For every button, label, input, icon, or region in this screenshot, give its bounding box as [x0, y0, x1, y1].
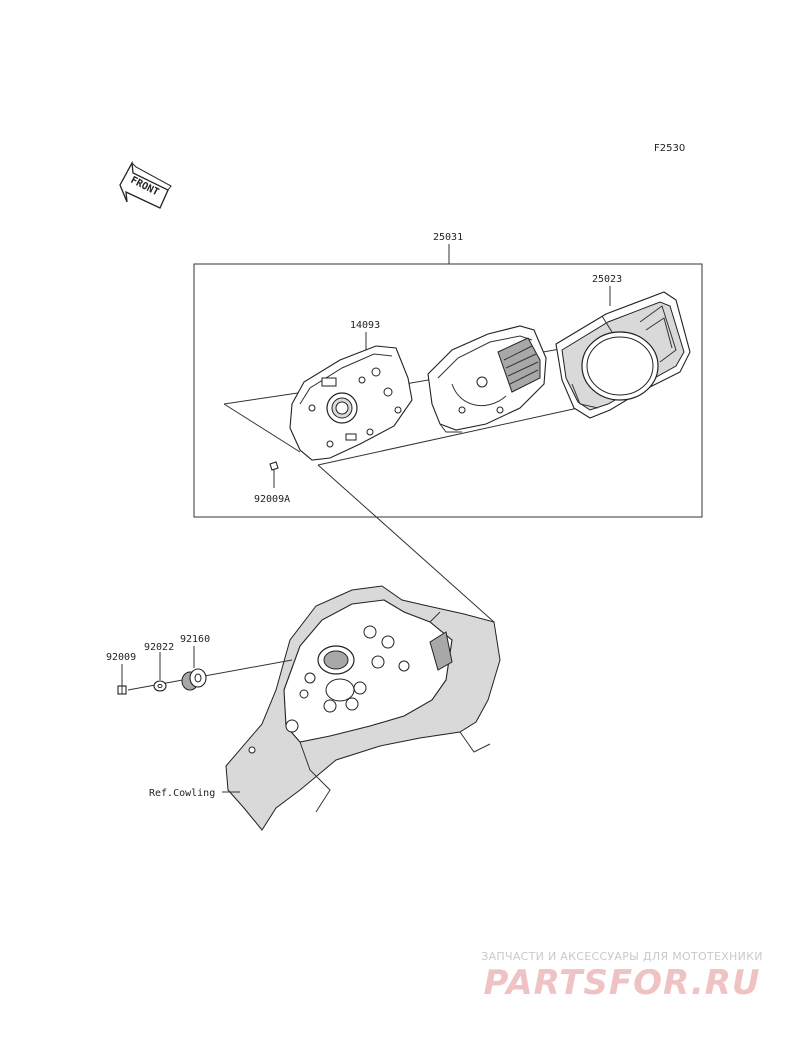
label-92009: 92009 [106, 652, 136, 663]
front-arrow: FRONT [119, 160, 172, 209]
screw-92009A [269, 461, 279, 488]
lower-case-14093 [289, 345, 413, 461]
assembly-box [193, 263, 703, 518]
watermark-logo: PARTSFOR.RU [483, 963, 761, 1003]
cowling [225, 585, 501, 831]
label-92022: 92022 [144, 642, 174, 653]
screw-92009 [117, 685, 127, 695]
meter-cover-25023 [555, 291, 691, 419]
label-14093: 14093 [350, 320, 380, 331]
label-25023: 25023 [592, 274, 622, 285]
label-92160: 92160 [180, 634, 210, 645]
guide-to-cowling [317, 464, 495, 623]
label-25031: 25031 [433, 232, 463, 243]
label-ref-cowling: Ref.Cowling [149, 788, 215, 799]
label-92009A: 92009A [254, 494, 290, 505]
watermark: ЗАПЧАСТИ И АКСЕССУАРЫ ДЛЯ МОТОТЕХНИКИ PA… [462, 950, 782, 1003]
guide-hardware [127, 659, 293, 691]
figure-code: F2530 [654, 143, 685, 154]
damper-92160 [181, 668, 207, 691]
washer-92022 [153, 680, 167, 692]
meter-body [427, 325, 547, 433]
watermark-caption: ЗАПЧАСТИ И АКСЕССУАРЫ ДЛЯ МОТОТЕХНИКИ [481, 950, 763, 963]
